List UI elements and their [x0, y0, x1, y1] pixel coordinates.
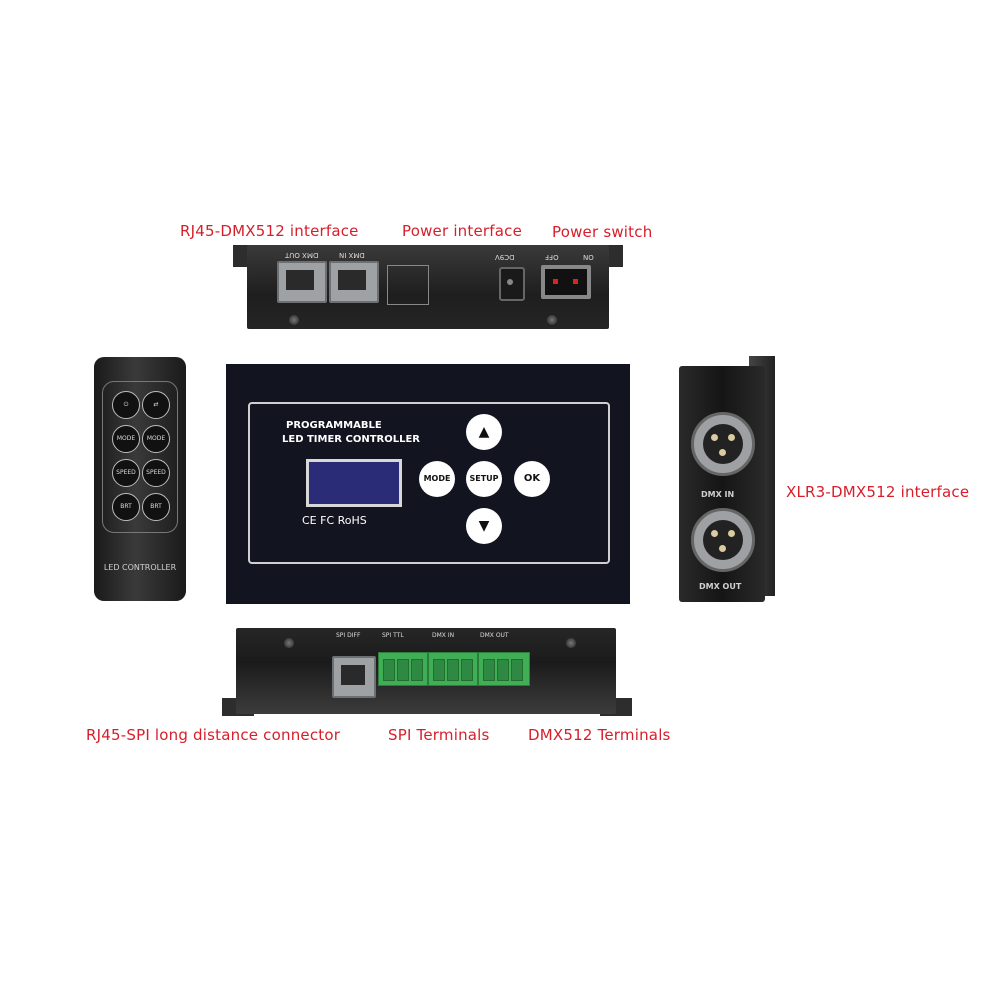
xlr-body: DMX IN DMX OUT — [679, 366, 765, 602]
lcd-display — [306, 459, 402, 507]
remote-mode-minus: MODE — [112, 425, 140, 453]
caption-power-switch: Power switch — [552, 223, 653, 241]
down-button: ▼ — [466, 508, 502, 544]
power-jack-label: DC9V — [495, 253, 515, 261]
xlr-in-connector — [691, 412, 755, 476]
spi-diff-label: SPI DIFF — [336, 632, 361, 639]
screw — [566, 638, 576, 648]
xlr-device-image: DMX IN DMX OUT — [679, 356, 775, 602]
dmx-in-label: DMX IN — [432, 632, 455, 639]
remote-label: LED CONTROLLER — [103, 563, 177, 572]
mode-button: MODE — [419, 461, 455, 497]
cycle-icon: ⇄ — [142, 391, 170, 419]
top-device-image: DMX OUT DMX IN DC9V OFF ON — [233, 245, 623, 333]
dip-label-block — [387, 265, 429, 305]
setup-button: SETUP — [466, 461, 502, 497]
power-jack — [499, 267, 525, 301]
xlr-in-label: DMX IN — [701, 490, 735, 499]
dmx-in-terminal-block — [428, 652, 478, 686]
xlr-out-label: DMX OUT — [699, 582, 742, 591]
caption-xlr3-dmx512: XLR3-DMX512 interface — [786, 483, 970, 501]
screw — [289, 315, 299, 325]
caption-rj45-dmx512: RJ45-DMX512 interface — [180, 222, 359, 240]
panel-title-line1: PROGRAMMABLE — [286, 420, 382, 431]
panel-title-line2: LED TIMER CONTROLLER — [282, 434, 420, 445]
caption-spi-terminals: SPI Terminals — [388, 726, 490, 744]
dmx-out-label: DMX OUT — [480, 632, 509, 639]
spi-ttl-label: SPI TTL — [382, 632, 404, 639]
top-body: DMX OUT DMX IN DC9V OFF ON — [247, 245, 609, 329]
power-switch — [541, 265, 591, 299]
power-icon: ⏻ — [112, 391, 140, 419]
bottom-device-image: SPI DIFF SPI TTL DMX IN DMX OUT — [222, 628, 632, 718]
up-button: ▲ — [466, 414, 502, 450]
remote-mode-plus: MODE — [142, 425, 170, 453]
caption-rj45-spi: RJ45-SPI long distance connector — [86, 726, 341, 744]
bottom-body: SPI DIFF SPI TTL DMX IN DMX OUT — [236, 628, 616, 714]
remote-speed-plus: SPEED — [142, 459, 170, 487]
rj45-dmx-out-port — [277, 261, 327, 303]
spi-terminal-block — [378, 652, 428, 686]
remote-speed-minus: SPEED — [112, 459, 140, 487]
rj45-spi-port — [332, 656, 376, 698]
xlr-out-connector — [691, 508, 755, 572]
screw — [284, 638, 294, 648]
screw — [547, 315, 557, 325]
certification-marks: CE FC RoHS — [302, 514, 367, 527]
remote-brightness-minus: BRT — [142, 493, 170, 521]
rj45-dmx-in-port — [329, 261, 379, 303]
port-in-label: DMX IN — [339, 251, 365, 259]
switch-off-label: OFF — [545, 253, 559, 261]
switch-on-label: ON — [583, 253, 594, 261]
port-out-label: DMX OUT — [285, 251, 319, 259]
ok-button: OK — [514, 461, 550, 497]
panel-border — [248, 402, 610, 564]
caption-dmx512-terminals: DMX512 Terminals — [528, 726, 671, 744]
main-front-panel: PROGRAMMABLE LED TIMER CONTROLLER CE FC … — [226, 364, 630, 604]
remote-brightness-plus: BRT — [112, 493, 140, 521]
remote-control-image: ⏻ ⇄ MODE MODE SPEED SPEED BRT BRT LED CO… — [94, 357, 186, 601]
caption-power-interface: Power interface — [402, 222, 523, 240]
dmx-out-terminal-block — [478, 652, 530, 686]
remote-button-panel: ⏻ ⇄ MODE MODE SPEED SPEED BRT BRT — [102, 381, 178, 533]
